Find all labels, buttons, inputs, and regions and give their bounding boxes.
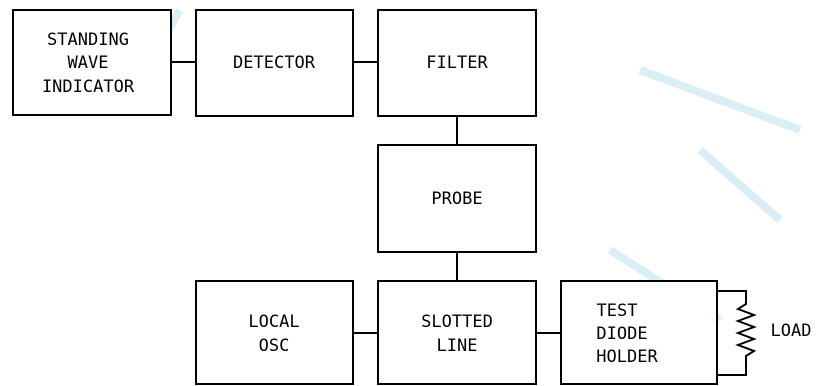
detector-label: DETECTOR — [233, 53, 316, 73]
test-diode-holder-line-2: DIODE — [596, 324, 647, 344]
probe-label: PROBE — [431, 189, 482, 209]
slotted-line-line-1: SLOTTED — [421, 312, 493, 332]
load-label: LOAD — [771, 321, 812, 341]
slotted-line-line-2: LINE — [437, 336, 478, 356]
filter-label: FILTER — [426, 53, 488, 73]
test-diode-holder-line-3: HOLDER — [596, 347, 658, 367]
connections — [171, 61, 757, 376]
block-test-diode-holder: TEST DIODE HOLDER — [560, 280, 718, 385]
test-diode-holder-line-1: TEST — [597, 301, 638, 321]
block-slotted-line: SLOTTED LINE — [377, 280, 537, 385]
block-local-osc: LOCAL OSC — [195, 280, 354, 385]
standing-wave-indicator-line-1: STANDING — [47, 30, 129, 50]
standing-wave-indicator-line-2: WAVE — [68, 53, 109, 73]
standing-wave-indicator-line-3: INDICATOR — [42, 77, 135, 97]
block-filter: FILTER — [377, 9, 537, 117]
local-osc-line-1: LOCAL — [248, 312, 299, 332]
block-probe: PROBE — [377, 144, 537, 253]
block-detector: DETECTOR — [195, 9, 354, 117]
block-standing-wave-indicator: STANDING WAVE INDICATOR — [12, 9, 172, 116]
wire-holder-load — [717, 290, 757, 376]
local-osc-line-2: OSC — [259, 336, 290, 356]
